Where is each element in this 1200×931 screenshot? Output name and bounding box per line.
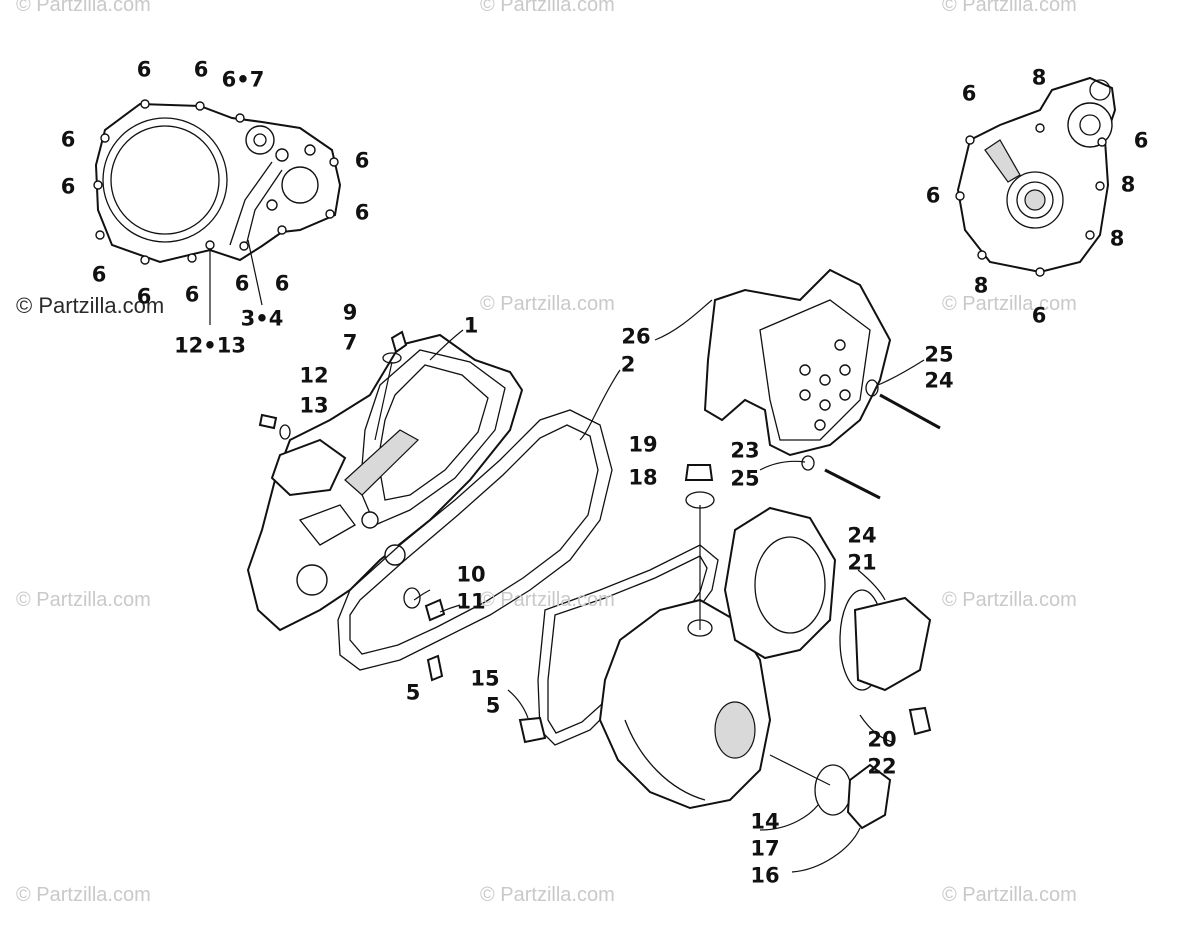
- callout-6-left-1: 6: [60, 127, 76, 152]
- callout-6-left-2: 6: [60, 174, 76, 199]
- watermark-right-mid: © Partzilla.com: [942, 589, 1077, 611]
- callout-19: 19: [628, 432, 658, 457]
- callout-6-7: 6•7: [221, 67, 265, 92]
- callout-22: 22: [867, 754, 897, 779]
- callout-r-6-right: 6: [1133, 128, 1149, 153]
- callout-26: 26: [621, 324, 651, 349]
- callout-r-6-left: 6: [925, 183, 941, 208]
- callout-20: 20: [867, 727, 897, 752]
- watermark-mid-center: © Partzilla.com: [480, 293, 615, 315]
- inset-clutch-cover-inner: [93, 99, 342, 325]
- callout-6-top-2: 6: [193, 57, 209, 82]
- callout-25-bottom: 25: [730, 466, 760, 491]
- callout-6-bottom-2: 6: [136, 284, 152, 309]
- callout-r-8-top: 8: [1031, 65, 1047, 90]
- callout-17: 17: [750, 836, 780, 861]
- callout-6-bottom-1: 6: [91, 262, 107, 287]
- callout-1: 1: [463, 313, 479, 338]
- callout-16: 16: [750, 863, 780, 888]
- callout-12-13-inset: 12•13: [174, 333, 246, 358]
- callout-r-6-bottom: 6: [1031, 303, 1047, 328]
- callout-10: 10: [456, 562, 486, 587]
- watermark-center-mid: © Partzilla.com: [480, 589, 615, 611]
- watermark-left-mid: © Partzilla.com: [16, 589, 151, 611]
- callout-24-bottom: 24: [847, 523, 877, 548]
- callout-6-right-2: 6: [354, 200, 370, 225]
- callout-6-top-1: 6: [136, 57, 152, 82]
- callout-14: 14: [750, 809, 780, 834]
- small-parts: [258, 330, 941, 830]
- watermark-bottom-right: © Partzilla.com: [942, 884, 1077, 906]
- callout-r-6-top: 6: [961, 81, 977, 106]
- callout-7: 7: [342, 330, 358, 355]
- watermark-bottom-left: © Partzilla.com: [16, 884, 151, 906]
- callout-r-8-right-1: 8: [1120, 172, 1136, 197]
- callout-6-right-1: 6: [354, 148, 370, 173]
- callout-11: 11: [456, 589, 486, 614]
- callout-6-bottom-3: 6: [184, 282, 200, 307]
- callout-15: 15: [470, 666, 500, 691]
- callout-2: 2: [620, 352, 636, 377]
- callout-6-bottom-4: 6: [234, 271, 250, 296]
- callout-21: 21: [847, 550, 877, 575]
- callout-13: 13: [299, 393, 329, 418]
- callout-3-4: 3•4: [240, 306, 284, 331]
- callout-25-top: 25: [924, 342, 954, 367]
- callout-5-center: 5: [485, 693, 501, 718]
- part-gasket-2: [337, 409, 613, 671]
- part-guard-plate: [703, 268, 892, 457]
- part-magneto-cover: [598, 505, 837, 810]
- watermark-top-left: © Partzilla.com: [16, 0, 151, 16]
- callout-18: 18: [628, 465, 658, 490]
- watermark-mid-right: © Partzilla.com: [942, 293, 1077, 315]
- watermark-top-center: © Partzilla.com: [480, 0, 615, 16]
- watermark-bottom-center: © Partzilla.com: [480, 884, 615, 906]
- callout-r-8-right-2: 8: [1109, 226, 1125, 251]
- callout-6-bottom-5: 6: [274, 271, 290, 296]
- callout-9: 9: [342, 300, 358, 325]
- callout-23: 23: [730, 438, 760, 463]
- watermark-main: © Partzilla.com: [16, 293, 165, 318]
- callout-12: 12: [299, 363, 329, 388]
- part-clutch-cover: [246, 333, 524, 632]
- watermark-top-right: © Partzilla.com: [942, 0, 1077, 16]
- callout-5-left: 5: [405, 680, 421, 705]
- inset-magneto-cover-inner: [955, 76, 1117, 277]
- callout-r-8-bottom: 8: [973, 273, 989, 298]
- leader-lines: [413, 299, 925, 873]
- callout-24-top: 24: [924, 368, 954, 393]
